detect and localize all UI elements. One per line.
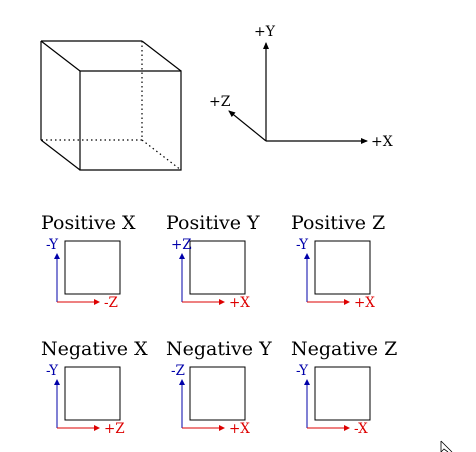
- face-title: Negative Y: [166, 338, 272, 360]
- face-square: [189, 240, 246, 295]
- face-panel: Positive Z -Y +X: [291, 212, 385, 311]
- face-square: [64, 240, 121, 295]
- face-square: [64, 366, 121, 421]
- vertical-axis-label: -Y: [296, 363, 309, 379]
- wireframe-cube: [40, 40, 182, 171]
- face-panel: Negative Y -Z +X: [166, 338, 272, 437]
- cube-hidden-edge: [141, 139, 182, 171]
- mouse-pointer-icon: [440, 441, 449, 452]
- z-axis-label: +Z: [209, 94, 231, 110]
- y-axis-label: +Y: [254, 24, 276, 40]
- face-square: [314, 240, 371, 295]
- horizontal-axis-label: +X: [354, 295, 375, 311]
- horizontal-axis-label: +Z: [104, 421, 125, 437]
- cube-edge: [141, 40, 182, 72]
- face-title: Negative Z: [291, 338, 397, 360]
- cube-edge: [40, 40, 81, 72]
- vertical-axis-label: -Y: [46, 363, 59, 379]
- face-title: Positive X: [41, 212, 136, 234]
- cube-edge: [40, 139, 81, 171]
- z-axis-arrow: [228, 110, 267, 142]
- face-square: [314, 366, 371, 421]
- x-axis-label: +X: [371, 134, 393, 150]
- face-title: Positive Z: [291, 212, 385, 234]
- cube-face-panels: Positive X -Y -Z Positive Y +Z +X Positive Z -Y…: [41, 212, 397, 437]
- face-panel: Positive Y +Z +X: [166, 212, 260, 311]
- axes-3d: [228, 42, 368, 144]
- vertical-axis-label: -Z: [171, 363, 185, 379]
- horizontal-axis-label: +X: [229, 295, 250, 311]
- face-panel: Negative X -Y +Z: [41, 338, 148, 437]
- vertical-axis-label: -Y: [296, 237, 309, 253]
- face-panel: Positive X -Y -Z: [41, 212, 136, 311]
- horizontal-axis-label: +X: [229, 421, 250, 437]
- vertical-axis-label: -Y: [46, 237, 59, 253]
- cube-front-face: [79, 70, 182, 171]
- face-title: Positive Y: [166, 212, 260, 234]
- face-title: Negative X: [41, 338, 148, 360]
- horizontal-axis-label: -Z: [104, 295, 118, 311]
- face-square: [189, 366, 246, 421]
- mouse-pointer-edge: [440, 440, 453, 452]
- face-panel: Negative Z -Y -X: [291, 338, 397, 437]
- horizontal-axis-label: -X: [354, 421, 368, 437]
- vertical-axis-label: +Z: [171, 237, 192, 253]
